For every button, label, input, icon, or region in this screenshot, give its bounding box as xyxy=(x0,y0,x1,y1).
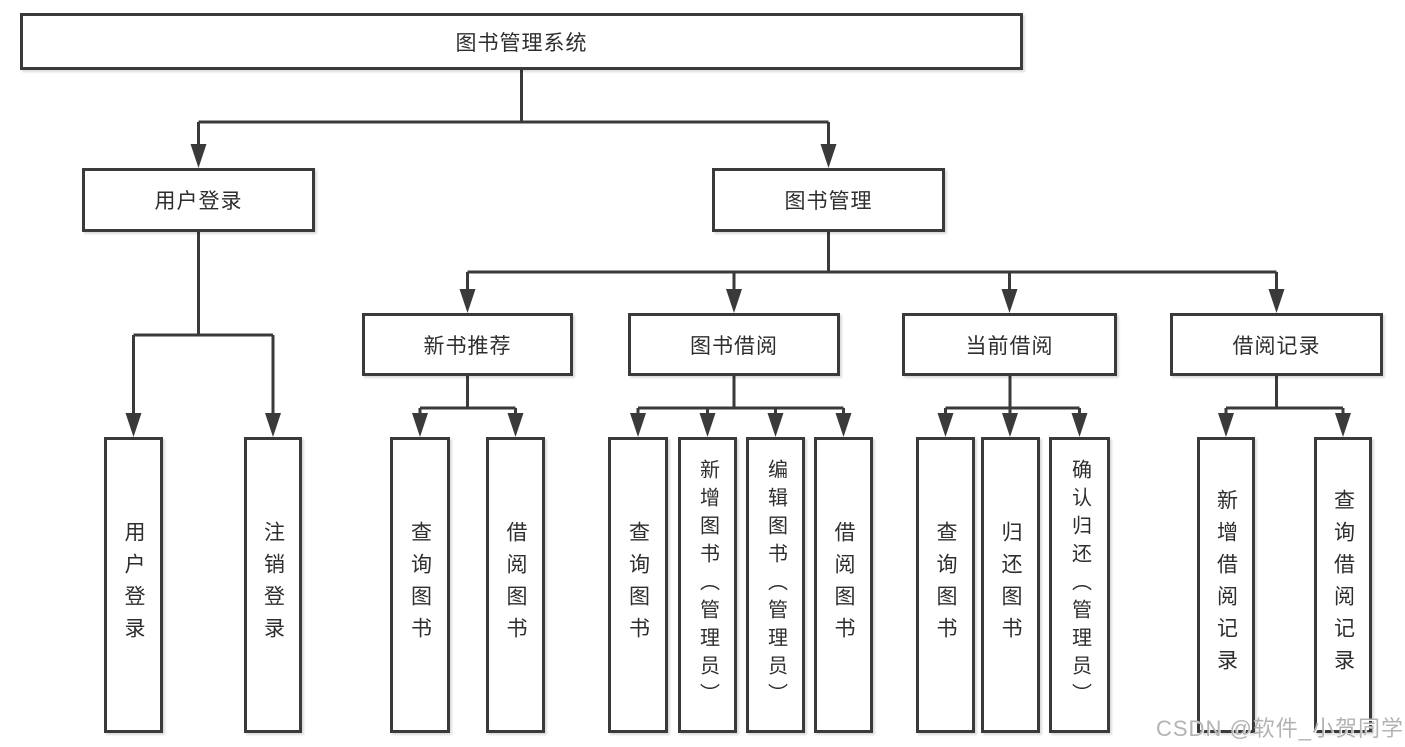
leaf-label: 注销登录 xyxy=(261,521,285,649)
arrowhead-icon xyxy=(937,413,954,437)
leaf-borrow-add-admin: 新增图书（管理员） xyxy=(678,437,737,733)
node-book-mgmt-label: 图书管理 xyxy=(784,190,873,213)
leaf-label: 查询借阅记录 xyxy=(1331,489,1355,681)
leaf-label: 查询图书 xyxy=(408,521,432,649)
leaf-user-login: 用户登录 xyxy=(104,437,163,733)
leaf-current-query: 查询图书 xyxy=(916,437,975,733)
node-user-login-label: 用户登录 xyxy=(154,190,243,213)
node-book-mgmt: 图书管理 xyxy=(712,168,945,232)
arrowhead-icon xyxy=(125,413,142,437)
leaf-newbook-query: 查询图书 xyxy=(390,437,450,733)
leaf-borrow-book: 借阅图书 xyxy=(814,437,873,733)
arrowhead-icon xyxy=(190,144,207,168)
node-new-book-rec-label: 新书推荐 xyxy=(423,334,512,358)
node-root-label: 图书管理系统 xyxy=(455,31,588,55)
leaf-label: 查询图书 xyxy=(626,521,650,649)
leaf-label: 新增借阅记录 xyxy=(1214,489,1238,681)
leaf-label: 归还图书 xyxy=(999,521,1022,649)
leaf-label: 新增图书（管理员） xyxy=(696,459,719,711)
arrowhead-icon xyxy=(1268,289,1285,313)
arrowhead-icon xyxy=(412,413,428,437)
leaf-label: 查询图书 xyxy=(934,521,957,649)
arrowhead-icon xyxy=(1002,413,1018,437)
arrowhead-icon xyxy=(1071,413,1088,437)
arrowhead-icon xyxy=(630,413,646,437)
leaf-logout: 注销登录 xyxy=(244,437,302,733)
connector-book-mgmt-to-sections xyxy=(466,232,1278,291)
node-current-borrow-label: 当前借阅 xyxy=(965,334,1054,358)
connector-borrow-to-leaves xyxy=(636,376,845,415)
connector-new-book-to-leaves xyxy=(418,376,517,415)
arrowhead-icon xyxy=(820,144,837,168)
leaf-borrow-query: 查询图书 xyxy=(608,437,668,733)
leaf-label: 确认归还（管理员） xyxy=(1068,459,1091,711)
node-book-borrow: 图书借阅 xyxy=(628,313,840,376)
node-current-borrow: 当前借阅 xyxy=(902,313,1117,376)
node-borrow-records-label: 借阅记录 xyxy=(1232,334,1321,358)
arrowhead-icon xyxy=(1218,413,1234,437)
connector-root-to-level2 xyxy=(197,70,830,146)
leaf-current-return: 归还图书 xyxy=(981,437,1040,733)
node-user-login: 用户登录 xyxy=(82,168,315,232)
arrowhead-icon xyxy=(507,413,524,437)
leaf-label: 借阅图书 xyxy=(504,521,527,649)
connector-user-login-to-leaves xyxy=(132,232,275,415)
arrowhead-icon xyxy=(1001,289,1018,313)
arrowhead-icon xyxy=(726,289,742,313)
connector-current-to-leaves xyxy=(944,376,1081,415)
node-book-borrow-label: 图书借阅 xyxy=(690,334,778,358)
node-new-book-rec: 新书推荐 xyxy=(362,313,573,376)
leaf-borrow-edit-admin: 编辑图书（管理员） xyxy=(746,437,805,733)
connector-records-to-leaves xyxy=(1224,376,1345,415)
leaf-records-query: 查询借阅记录 xyxy=(1314,437,1372,733)
leaf-label: 用户登录 xyxy=(122,521,145,649)
node-borrow-records: 借阅记录 xyxy=(1170,313,1383,376)
node-root-system: 图书管理系统 xyxy=(20,13,1023,70)
leaf-label: 借阅图书 xyxy=(832,521,855,649)
leaf-records-add: 新增借阅记录 xyxy=(1197,437,1255,733)
leaf-label: 编辑图书（管理员） xyxy=(764,459,787,711)
arrowhead-icon xyxy=(835,413,852,437)
arrowhead-icon xyxy=(265,413,281,437)
leaf-current-confirm-admin: 确认归还（管理员） xyxy=(1049,437,1110,733)
arrowhead-icon xyxy=(1335,413,1351,437)
arrowhead-icon xyxy=(459,289,476,313)
arrowhead-icon xyxy=(699,413,716,437)
arrowhead-icon xyxy=(767,413,784,437)
csdn-watermark: CSDN @软件_小贺同学 xyxy=(1156,716,1405,741)
leaf-newbook-borrow: 借阅图书 xyxy=(486,437,545,733)
